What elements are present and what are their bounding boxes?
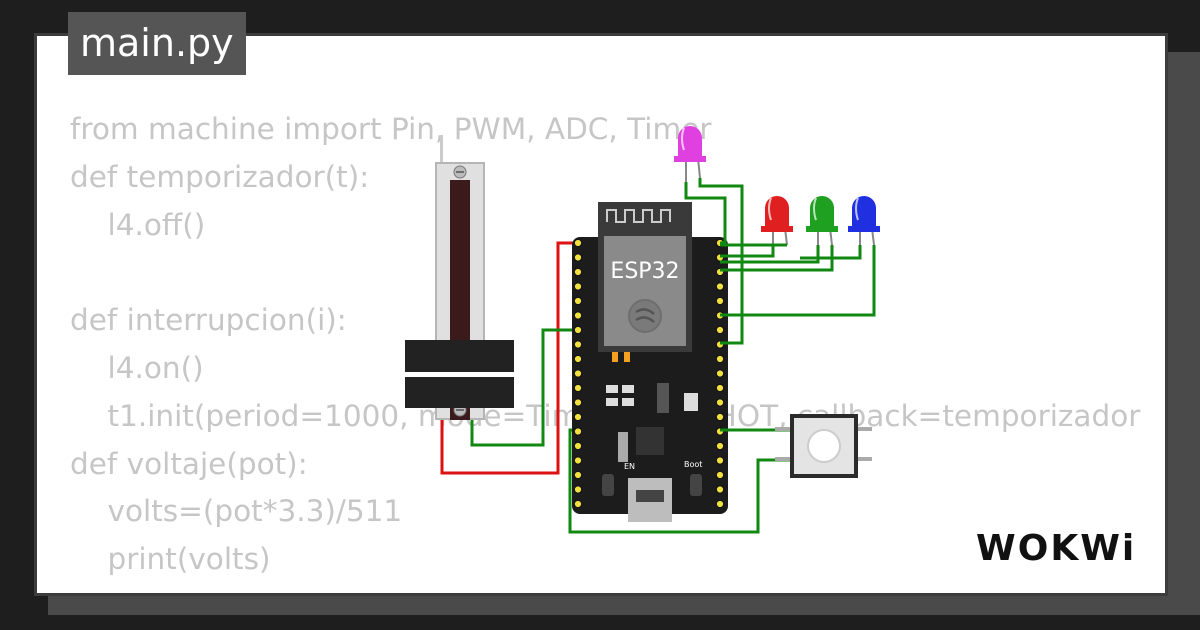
header-pin[interactable] bbox=[573, 456, 583, 465]
header-pin[interactable] bbox=[573, 354, 583, 364]
header-pin[interactable] bbox=[715, 383, 725, 393]
code-line: from machine import Pin, PWM, ADC, Timer bbox=[70, 112, 712, 146]
header-pin[interactable] bbox=[573, 340, 583, 349]
header-pin[interactable] bbox=[715, 369, 725, 378]
code-line: def interrupcion(i): bbox=[70, 303, 347, 338]
code-line: volts=(pot*3.3)/511 bbox=[70, 494, 403, 529]
header-pin[interactable] bbox=[573, 282, 583, 291]
code-line: def voltaje(pot): bbox=[70, 446, 308, 481]
header-pin[interactable] bbox=[573, 441, 583, 451]
esp32-board[interactable]: ESP32 EN Boot bbox=[572, 202, 728, 522]
header-pin[interactable] bbox=[715, 441, 725, 451]
left-pin-header[interactable] bbox=[573, 238, 583, 509]
header-pin[interactable] bbox=[715, 412, 725, 422]
slide-potentiometer[interactable] bbox=[405, 135, 514, 420]
esp32-label: ESP32 bbox=[610, 259, 679, 284]
header-pin[interactable] bbox=[715, 470, 725, 480]
header-pin[interactable] bbox=[573, 398, 583, 407]
led-magenta[interactable] bbox=[674, 126, 706, 182]
code-line: def temporizador(t): bbox=[70, 159, 370, 194]
header-pin[interactable] bbox=[573, 369, 583, 378]
header-pin[interactable] bbox=[573, 412, 583, 422]
header-pin[interactable] bbox=[573, 311, 583, 320]
espressif-logo-icon bbox=[628, 299, 662, 333]
en-label: EN bbox=[624, 462, 635, 471]
pushbutton[interactable] bbox=[775, 414, 872, 478]
boot-label: Boot bbox=[684, 460, 702, 469]
code-line: l4.on() bbox=[70, 350, 204, 385]
led-green[interactable] bbox=[806, 196, 838, 246]
header-pin[interactable] bbox=[715, 296, 725, 306]
header-pin[interactable] bbox=[573, 267, 583, 277]
boot-button[interactable] bbox=[690, 474, 702, 496]
header-pin[interactable] bbox=[573, 296, 583, 306]
header-pin[interactable] bbox=[573, 253, 583, 262]
pot-wires bbox=[440, 241, 790, 534]
header-pin[interactable] bbox=[715, 398, 725, 407]
header-pin[interactable] bbox=[715, 485, 725, 494]
header-pin[interactable] bbox=[573, 485, 583, 494]
header-pin[interactable] bbox=[573, 383, 583, 393]
wokwi-logo: WOKWi bbox=[976, 528, 1137, 569]
header-pin[interactable] bbox=[715, 499, 725, 509]
header-pin[interactable] bbox=[715, 354, 725, 364]
code-line: print(volts) bbox=[70, 542, 271, 577]
header-pin[interactable] bbox=[573, 238, 583, 248]
en-button[interactable] bbox=[602, 474, 614, 496]
header-pin[interactable] bbox=[715, 325, 725, 335]
code-line: l4=Pin(0, Pin.IN, Pin.PULL_UP) bbox=[70, 584, 1140, 593]
header-pin[interactable] bbox=[715, 456, 725, 465]
header-pin[interactable] bbox=[573, 427, 583, 436]
led-blue[interactable] bbox=[848, 196, 880, 246]
file-tab[interactable]: main.py bbox=[68, 12, 246, 75]
code-line: l4.off() bbox=[70, 207, 206, 242]
header-pin[interactable] bbox=[573, 325, 583, 335]
header-pin[interactable] bbox=[573, 470, 583, 480]
header-pin[interactable] bbox=[715, 282, 725, 291]
header-pin[interactable] bbox=[573, 499, 583, 509]
led-red[interactable] bbox=[761, 196, 793, 246]
